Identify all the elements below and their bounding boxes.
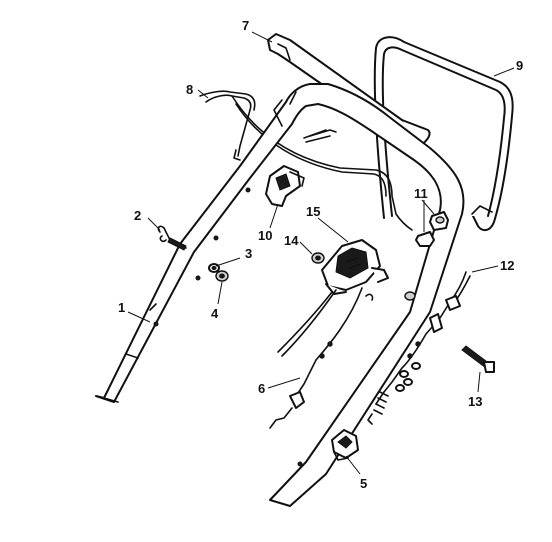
callout-6: 6 [258,381,265,396]
callout-8: 8 [186,82,193,97]
part-11-cap-nuts [415,211,449,247]
callout-5: 5 [360,476,367,491]
callout-1: 1 [118,300,125,315]
callout-14: 14 [284,233,299,248]
callout-15: 15 [306,204,320,219]
callout-7: 7 [242,18,249,33]
part-15-control-lever [321,239,389,295]
part-12-brake-cable [367,271,471,425]
callout-11: 11 [414,186,428,201]
callout-12: 12 [500,258,514,273]
part-10-cable-clip [265,165,305,207]
callout-4: 4 [211,306,219,321]
part-5-cable-clip [331,429,359,461]
part-4-nut [215,270,229,282]
callout-2: 2 [134,208,141,223]
part-6-drive-cable [269,287,374,429]
callout-13: 13 [468,394,482,409]
callout-3: 3 [245,246,252,261]
part-2-bolt [157,225,187,251]
part-1-lower-handle-frame [95,83,465,507]
callout-10: 10 [258,228,272,243]
part-13-bolt [461,345,495,373]
callout-labels: 1 2 3 4 5 6 7 8 9 10 11 12 13 14 15 [118,18,523,491]
callout-9: 9 [516,58,523,73]
part-14-nut [311,252,325,264]
leader-lines [127,31,515,475]
part-9-catcher-hoop [373,36,514,232]
